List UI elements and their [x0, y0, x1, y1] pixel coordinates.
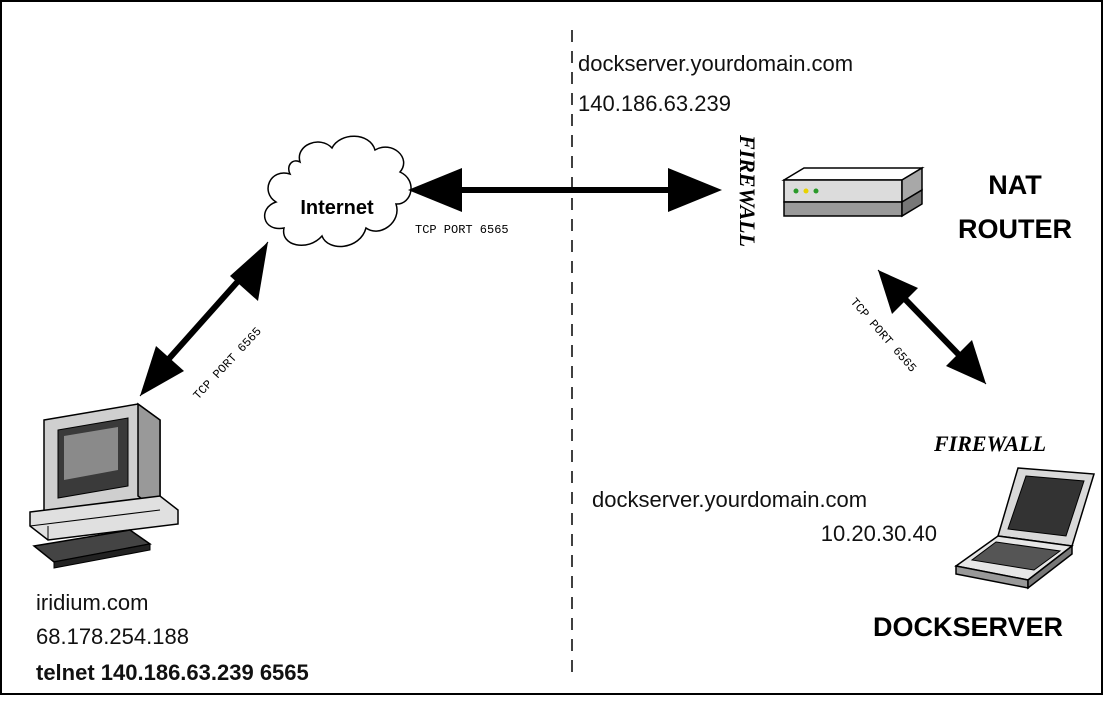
- internet-cloud-icon: [263, 135, 412, 248]
- public-hostname: dockserver.yourdomain.com: [578, 51, 853, 76]
- internet-label: Internet: [300, 197, 374, 219]
- laptop-icon: [954, 467, 1095, 590]
- client-ip: 68.178.254.188: [36, 624, 189, 649]
- client-hostname: iridium.com: [36, 590, 148, 615]
- private-ip: 10.20.30.40: [821, 521, 937, 546]
- client-internet-arrow: [139, 241, 269, 397]
- dockserver-label: DOCKSERVER: [873, 612, 1063, 642]
- public-ip: 140.186.63.239: [578, 91, 731, 116]
- client-telnet-command: telnet 140.186.63.239 6565: [36, 660, 309, 685]
- nat-label: NAT: [988, 170, 1042, 200]
- internet-router-arrow: [408, 168, 722, 212]
- router-label: ROUTER: [958, 214, 1072, 244]
- firewall-vertical-label: FIREWALL: [735, 134, 760, 247]
- router-server-arrow: [877, 269, 987, 385]
- firewall-horizontal-label: FIREWALL: [933, 431, 1046, 456]
- port-label-center: TCP PORT 6565: [415, 223, 509, 237]
- private-hostname: dockserver.yourdomain.com: [592, 487, 867, 512]
- nat-router-icon: [781, 166, 925, 218]
- desktop-computer-icon: [29, 402, 179, 569]
